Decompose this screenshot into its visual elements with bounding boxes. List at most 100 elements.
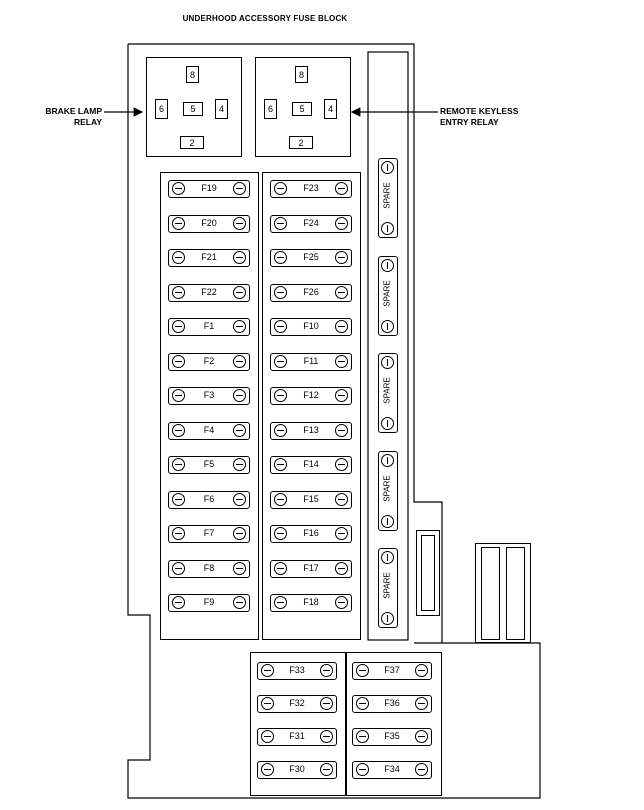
- fuse[interactable]: F12: [270, 387, 352, 405]
- fuse[interactable]: F1: [168, 318, 250, 336]
- brake-lamp-relay-callout: BRAKE LAMP RELAY: [30, 106, 102, 128]
- fuse-label: F30: [289, 764, 305, 774]
- connector-slot-inner: [421, 535, 435, 611]
- fuse-label: F7: [203, 528, 215, 538]
- fuse-label: F33: [289, 665, 305, 675]
- fuse-terminal-icon: [335, 458, 348, 471]
- fuse[interactable]: F22: [168, 283, 250, 302]
- fuse[interactable]: F32: [257, 695, 337, 713]
- fuse[interactable]: F18: [270, 594, 352, 612]
- fuse[interactable]: F34: [352, 761, 432, 779]
- fuse-terminal-icon: [415, 697, 428, 710]
- spare-fuse[interactable]: SPARE: [378, 450, 398, 531]
- fuse-label: F4: [203, 424, 215, 435]
- relay-pin: 6: [264, 99, 277, 119]
- fuse-terminal-icon: [261, 763, 274, 776]
- fuse-terminal-icon: [381, 551, 394, 564]
- fuse[interactable]: F6: [168, 490, 250, 509]
- fuse-terminal-icon: [381, 258, 394, 272]
- fuse-terminal-icon: [274, 285, 287, 299]
- fuse-terminal-icon: [172, 251, 185, 264]
- connector-slot: [481, 547, 500, 640]
- brake-lamp-relay[interactable]: 8 6 5 4 2: [146, 57, 242, 157]
- fuse-terminal-icon: [172, 561, 185, 575]
- fuse[interactable]: F23: [270, 180, 352, 198]
- spare-fuse[interactable]: SPARE: [378, 158, 398, 238]
- fuse[interactable]: F25: [270, 249, 352, 267]
- spare-label: SPARE: [382, 279, 392, 307]
- fuse-label: F20: [201, 217, 217, 228]
- relay-pin: 6: [155, 99, 168, 119]
- fuse[interactable]: F17: [270, 559, 352, 578]
- fuse[interactable]: F33: [257, 662, 337, 680]
- fuse-label: F24: [303, 217, 319, 228]
- fuse[interactable]: F24: [270, 214, 352, 233]
- fuse[interactable]: F5: [168, 456, 250, 474]
- fuse-label: F11: [303, 355, 319, 366]
- spare-fuse[interactable]: SPARE: [378, 353, 398, 433]
- fuse-label: F8: [203, 562, 215, 573]
- fuse[interactable]: F31: [257, 728, 337, 746]
- fuse-terminal-icon: [356, 763, 369, 776]
- fuse[interactable]: F21: [168, 249, 250, 267]
- fuse-terminal-icon: [335, 320, 348, 333]
- fuse-terminal-icon: [356, 664, 369, 677]
- fuse[interactable]: F9: [168, 594, 250, 612]
- fuse[interactable]: F15: [270, 490, 352, 509]
- fuse-label: F37: [384, 665, 400, 675]
- relay-pin: 5: [183, 102, 203, 116]
- fuse[interactable]: F35: [352, 728, 432, 746]
- fuse[interactable]: F36: [352, 695, 432, 713]
- fuse-terminal-icon: [381, 612, 394, 625]
- fuse[interactable]: F30: [257, 761, 337, 779]
- fuse[interactable]: F7: [168, 525, 250, 543]
- fuse[interactable]: F20: [168, 214, 250, 233]
- remote-keyless-entry-relay-callout: REMOTE KEYLESS ENTRY RELAY: [440, 106, 540, 128]
- fuse-label: F5: [203, 459, 215, 469]
- fuse[interactable]: F4: [168, 421, 250, 440]
- fuse-terminal-icon: [274, 216, 287, 230]
- fuse-terminal-icon: [172, 182, 185, 195]
- fuse[interactable]: F14: [270, 456, 352, 474]
- fuse-terminal-icon: [172, 285, 185, 299]
- spare-fuse[interactable]: SPARE: [378, 548, 398, 628]
- fuse[interactable]: F2: [168, 352, 250, 371]
- fuse-terminal-icon: [172, 320, 185, 333]
- spare-label: SPARE: [382, 182, 392, 209]
- fuse[interactable]: F8: [168, 559, 250, 578]
- fuse-terminal-icon: [172, 216, 185, 230]
- fuse-terminal-icon: [335, 182, 348, 195]
- fuse[interactable]: F37: [352, 662, 432, 680]
- fuse-terminal-icon: [233, 320, 246, 333]
- fuse-label: F35: [384, 731, 400, 741]
- fuse-label: F2: [203, 355, 215, 366]
- fuse-terminal-icon: [172, 423, 185, 437]
- fuse-terminal-icon: [335, 423, 348, 437]
- fuse[interactable]: F3: [168, 387, 250, 405]
- fuse-terminal-icon: [261, 730, 274, 743]
- spare-label: SPARE: [382, 572, 392, 599]
- fuse-label: F1: [203, 321, 215, 331]
- connector-slot: [416, 530, 440, 616]
- spare-label: SPARE: [382, 377, 392, 404]
- fuse[interactable]: F19: [168, 180, 250, 198]
- fuse-label: F19: [201, 183, 217, 193]
- fuse-terminal-icon: [233, 561, 246, 575]
- fuse-terminal-icon: [335, 251, 348, 264]
- relay-pin: 5: [292, 102, 312, 116]
- fuse-terminal-icon: [274, 354, 287, 368]
- callout-line: REMOTE KEYLESS: [440, 106, 519, 116]
- fuse[interactable]: F11: [270, 352, 352, 371]
- fuse[interactable]: F16: [270, 525, 352, 543]
- fuse[interactable]: F13: [270, 421, 352, 440]
- callout-line: ENTRY RELAY: [440, 117, 499, 127]
- fuse-terminal-icon: [233, 285, 246, 299]
- remote-keyless-entry-relay[interactable]: 8 6 5 4 2: [255, 57, 351, 157]
- fuse-label: F32: [289, 698, 305, 708]
- spare-fuse[interactable]: SPARE: [378, 255, 398, 336]
- fuse[interactable]: F10: [270, 318, 352, 336]
- fuse-terminal-icon: [274, 492, 287, 506]
- fuse-terminal-icon: [381, 356, 394, 369]
- fuse-terminal-icon: [335, 561, 348, 575]
- fuse[interactable]: F26: [270, 283, 352, 302]
